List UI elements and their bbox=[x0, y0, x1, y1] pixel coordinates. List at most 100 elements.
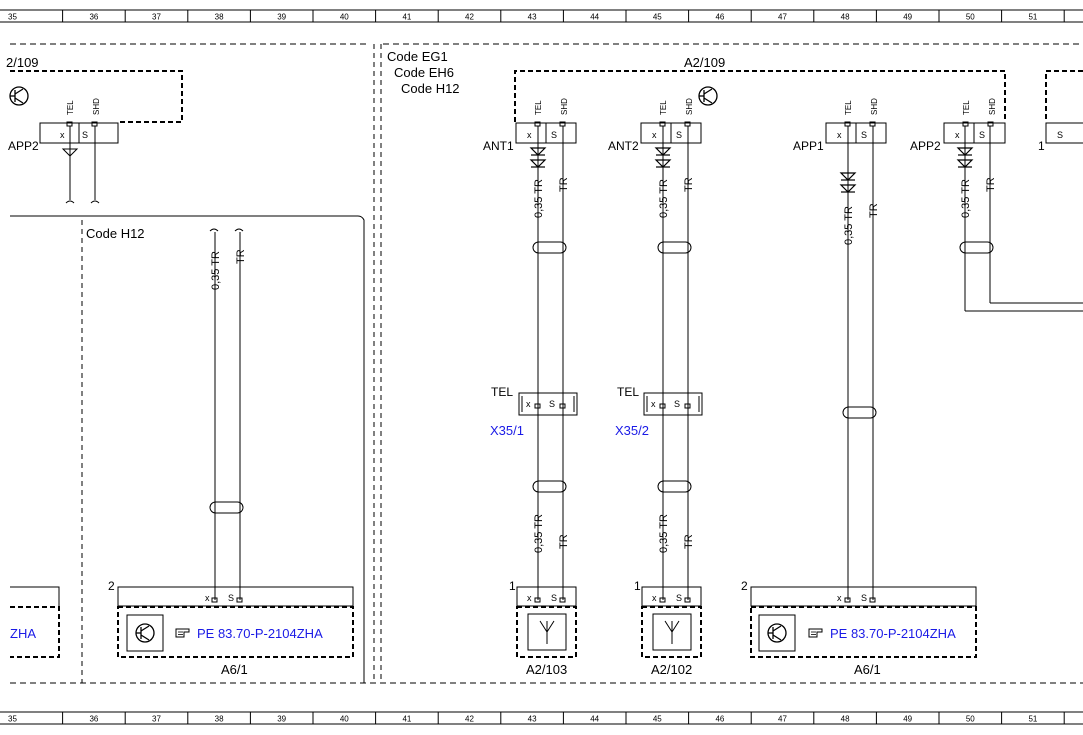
svg-text:S: S bbox=[674, 399, 680, 409]
svg-text:0,35 TR: 0,35 TR bbox=[533, 179, 545, 218]
top-ruler-number: 36 bbox=[89, 13, 98, 22]
top-ruler-number: 43 bbox=[528, 13, 537, 22]
pe-ref-right[interactable]: PE 83.70-P-2104ZHA bbox=[830, 626, 956, 641]
a6-1-right-module: 2 x S PE 83.70-P-2104ZHA A6/1 bbox=[741, 579, 977, 677]
bottom-ruler-number: 36 bbox=[89, 715, 98, 724]
bottom-ruler-number: 43 bbox=[528, 715, 537, 724]
bottom-ruler-number: 46 bbox=[715, 715, 724, 724]
svg-text:S: S bbox=[676, 593, 682, 603]
a6-1-right-label: A6/1 bbox=[854, 662, 881, 677]
x35-1-label[interactable]: X35/1 bbox=[490, 423, 524, 438]
bottom-ruler-number: 42 bbox=[465, 715, 474, 724]
svg-text:SHD: SHD bbox=[560, 98, 569, 115]
x35-2-label[interactable]: X35/2 bbox=[615, 423, 649, 438]
left-module: 2/109 x S APP2 TEL SHD bbox=[6, 55, 183, 204]
svg-text:TEL: TEL bbox=[844, 100, 853, 115]
svg-text:S: S bbox=[549, 399, 555, 409]
transistor-icon bbox=[135, 623, 155, 643]
code-h12-left-label: Code H12 bbox=[86, 226, 145, 241]
a2-102-label: A2/102 bbox=[651, 662, 692, 677]
svg-text:x: x bbox=[527, 130, 532, 140]
a2-109-module: A2/109 x S x S x S x S TEL SHD TEL SHD T… bbox=[483, 55, 1045, 153]
a6-1-left-label: A6/1 bbox=[221, 662, 248, 677]
svg-text:x: x bbox=[526, 399, 531, 409]
bottom-ruler-number: 51 bbox=[1028, 715, 1037, 724]
svg-text:S: S bbox=[1057, 130, 1063, 140]
bottom-ruler-number: 48 bbox=[841, 715, 850, 724]
svg-text:S: S bbox=[979, 130, 985, 140]
a2-103-antenna: 1 x S A2/103 bbox=[509, 579, 577, 677]
wire-label-035tr: 0,35 TR bbox=[210, 251, 222, 290]
bottom-ruler-number: 41 bbox=[402, 715, 411, 724]
svg-text:x: x bbox=[837, 130, 842, 140]
transistor-icon bbox=[9, 86, 29, 106]
code-eg1-label: Code EG1 bbox=[387, 49, 448, 64]
antenna-icon bbox=[664, 620, 680, 644]
svg-text:TEL: TEL bbox=[491, 385, 513, 399]
svg-text:TR: TR bbox=[558, 177, 570, 192]
ground-icon bbox=[61, 148, 79, 157]
svg-text:TEL: TEL bbox=[659, 100, 668, 115]
svg-text:TR: TR bbox=[868, 203, 880, 218]
svg-text:x: x bbox=[205, 593, 210, 603]
pin-app2-left: APP2 bbox=[8, 139, 39, 153]
code-eh6-label: Code EH6 bbox=[394, 65, 454, 80]
svg-text:S: S bbox=[676, 130, 682, 140]
bottom-ruler-number: 49 bbox=[903, 715, 912, 724]
x35-2-connector: TEL x S X35/2 bbox=[615, 385, 703, 438]
svg-text:S: S bbox=[228, 593, 234, 603]
svg-text:2: 2 bbox=[108, 579, 115, 593]
top-ruler-number: 39 bbox=[277, 13, 286, 22]
top-ruler-number: 44 bbox=[590, 13, 599, 22]
left-ref-partial[interactable]: ZHA bbox=[10, 626, 36, 641]
x35-1-connector: TEL x S X35/1 bbox=[490, 385, 578, 438]
top-ruler-number: 38 bbox=[215, 13, 224, 22]
svg-text:x: x bbox=[651, 399, 656, 409]
pe-ref-left[interactable]: PE 83.70-P-2104ZHA bbox=[197, 626, 323, 641]
svg-text:SHD: SHD bbox=[988, 98, 997, 115]
top-ruler-number: 51 bbox=[1028, 13, 1037, 22]
svg-text:TEL: TEL bbox=[962, 100, 971, 115]
left-module-label: 2/109 bbox=[6, 55, 39, 70]
svg-text:S: S bbox=[82, 130, 88, 140]
svg-text:2: 2 bbox=[741, 579, 748, 593]
svg-text:TEL: TEL bbox=[66, 100, 75, 115]
svg-text:0,35 TR: 0,35 TR bbox=[843, 206, 855, 245]
top-ruler-number: 47 bbox=[778, 13, 787, 22]
a2-103-label: A2/103 bbox=[526, 662, 567, 677]
top-ruler-number: 42 bbox=[465, 13, 474, 22]
top-ruler-number: 35 bbox=[8, 13, 17, 22]
svg-text:1: 1 bbox=[509, 579, 516, 593]
svg-text:S: S bbox=[551, 130, 557, 140]
svg-text:TR: TR bbox=[558, 534, 570, 549]
a6-1-left-module: 2 x S PE 83.70-P-2104ZHA A6/1 bbox=[108, 579, 354, 677]
top-ruler-number: 46 bbox=[715, 13, 724, 22]
top-ruler-number: 45 bbox=[653, 13, 662, 22]
transistor-icon bbox=[767, 623, 787, 643]
svg-text:TR: TR bbox=[985, 177, 997, 192]
svg-text:0,35 TR: 0,35 TR bbox=[533, 514, 545, 553]
svg-text:0,35 TR: 0,35 TR bbox=[658, 514, 670, 553]
a2-109-label: A2/109 bbox=[684, 55, 725, 70]
pointing-hand-icon bbox=[808, 628, 823, 638]
svg-text:TEL: TEL bbox=[534, 100, 543, 115]
svg-text:x: x bbox=[837, 593, 842, 603]
svg-text:TR: TR bbox=[683, 177, 695, 192]
pointing-hand-icon bbox=[175, 628, 190, 638]
wire-label-tr: TR bbox=[235, 249, 247, 264]
bottom-ruler-number: 45 bbox=[653, 715, 662, 724]
bottom-ruler-number: 37 bbox=[152, 715, 161, 724]
bottom-ruler-number: 39 bbox=[277, 715, 286, 724]
top-ruler-number: 40 bbox=[340, 13, 349, 22]
svg-text:x: x bbox=[652, 130, 657, 140]
top-ruler-number: 41 bbox=[402, 13, 411, 22]
svg-text:SHD: SHD bbox=[685, 98, 694, 115]
top-ruler-number: 48 bbox=[841, 13, 850, 22]
top-ruler-number: 49 bbox=[903, 13, 912, 22]
svg-text:1: 1 bbox=[1038, 139, 1045, 153]
transistor-icon bbox=[698, 86, 718, 106]
bottom-ruler-number: 38 bbox=[215, 715, 224, 724]
a2-102-antenna: 1 x S A2/102 bbox=[634, 579, 702, 677]
